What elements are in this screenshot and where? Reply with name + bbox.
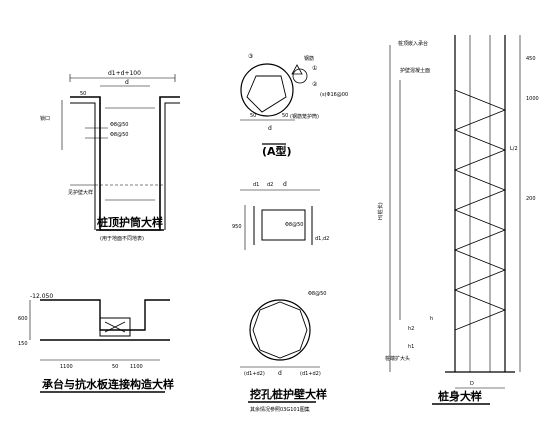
wall-section	[240, 299, 320, 403]
dim-600: 600	[18, 316, 28, 322]
mm-d2: d2	[267, 182, 273, 188]
dim-1100-b: 1100	[130, 364, 143, 370]
steel-label: 钢筋	[304, 55, 314, 62]
mm-d1: d1	[253, 182, 259, 188]
bm-dim-l: (d1+d2)	[244, 371, 265, 377]
bottom-dim: 2d	[470, 392, 476, 398]
dim-50-bl: 50	[112, 364, 118, 370]
bottom-label: 桩端扩大头	[385, 355, 410, 362]
casing-section	[240, 189, 320, 250]
h2-label: h2	[408, 326, 414, 332]
dim-1100-a: 1100	[60, 364, 73, 370]
h-small: h	[430, 316, 433, 322]
wall-note: 其余情况参照03G101图集	[250, 406, 310, 413]
mm-note: d1,d2	[315, 236, 329, 242]
mm-950: 950	[232, 224, 242, 230]
bars-2: Φ8@50	[110, 132, 128, 138]
dim-d: d	[125, 79, 129, 86]
left-note: 锁口	[40, 115, 50, 122]
top-label: 桩顶嵌入承台	[398, 40, 428, 47]
bot-note: 见护壁大样	[68, 189, 93, 196]
connection-detail	[29, 299, 170, 393]
dim-150: 150	[18, 341, 28, 347]
dim-50-b: 50	[282, 113, 288, 119]
dim-50-a: 50	[250, 113, 256, 119]
elevation: -12.050	[30, 293, 53, 300]
d2-label: D	[470, 381, 474, 387]
dim-top: d1+d+100	[108, 70, 141, 77]
spec: (s)Φ16@00	[320, 92, 348, 98]
dim-50: 50	[80, 91, 86, 97]
bm-dim-r: (d1+d2)	[300, 371, 321, 377]
h-label: H(桩长)	[377, 202, 384, 220]
pile-title: 桩身大样	[438, 389, 482, 403]
section-a-label: (A型)	[262, 144, 292, 158]
circle-1: ①	[312, 65, 317, 72]
section-a	[240, 63, 308, 145]
circle-2: ②	[312, 81, 318, 88]
d200: 200	[526, 196, 536, 202]
casing-detail	[61, 74, 180, 231]
casing-title: 桩顶护筒大样	[97, 215, 163, 229]
casing-sub: (用于地面不同地表)	[100, 235, 144, 242]
pile-body	[389, 35, 521, 405]
wall-title: 挖孔桩护壁大样	[250, 387, 327, 401]
left-label: 护壁混凝土面	[400, 67, 430, 74]
l-half: L/2	[510, 146, 518, 152]
connection-title: 承台与抗水板连接构造大样	[42, 377, 174, 391]
hoop-note: (钢筋笼护筒)	[290, 113, 319, 120]
bm-bars: Φ8@50	[308, 291, 326, 297]
h1-label: h1	[408, 344, 414, 350]
dim-d-mid: d	[268, 125, 272, 132]
circle-3: ③	[248, 53, 253, 60]
d1000: 1000	[526, 96, 539, 102]
bm-dim-d: d	[278, 370, 282, 377]
mm-bars: Φ8@50	[285, 222, 303, 228]
d450: 450	[526, 56, 536, 62]
mm-d: d	[283, 181, 287, 188]
bars-1: Φ8@50	[110, 122, 128, 128]
